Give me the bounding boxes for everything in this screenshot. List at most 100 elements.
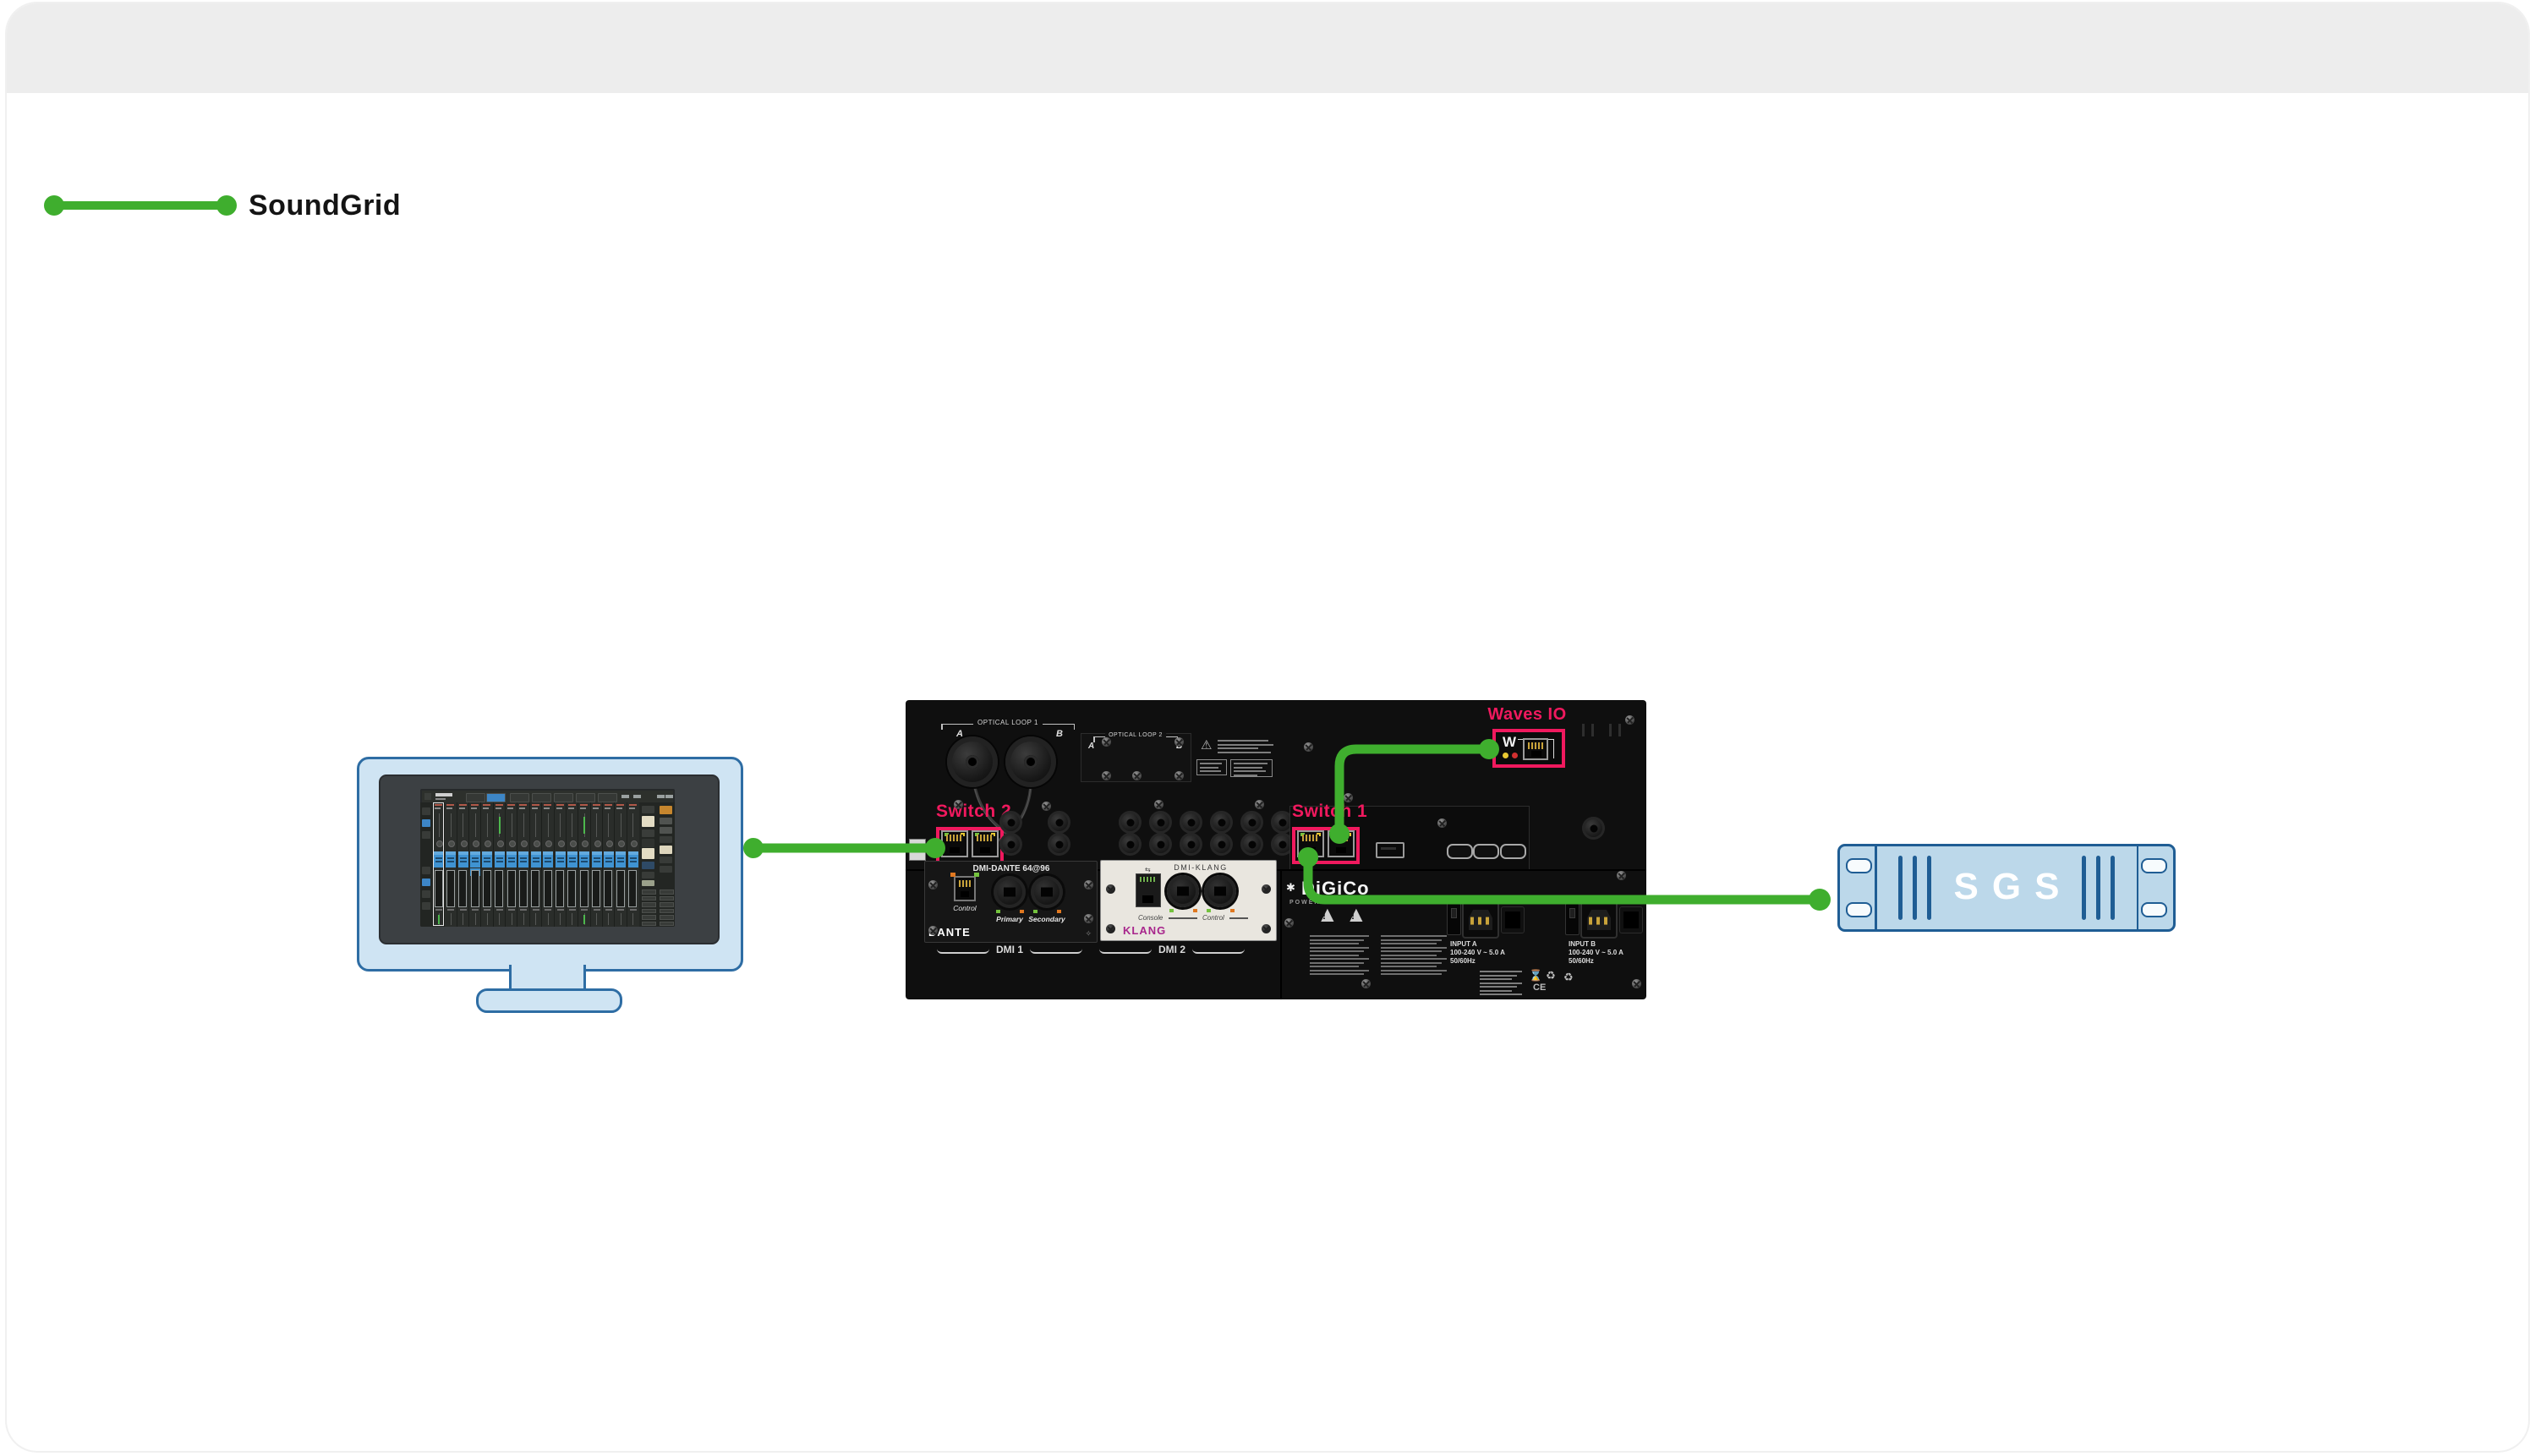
strip-fader-slot [628, 870, 638, 907]
dante-secondary-port [1031, 876, 1063, 908]
bnc-connector [1210, 833, 1233, 856]
optical-loop-1-label: OPTICAL LOOP 1 [973, 719, 1043, 726]
strip-header-2 [507, 807, 514, 809]
mixer-toolbar-button [576, 793, 595, 802]
dante-name: DANTE [928, 926, 971, 939]
strip-header-2 [471, 807, 478, 809]
strip-knob [509, 840, 517, 847]
bnc-connector [1149, 833, 1172, 856]
power-switch-a [1447, 903, 1461, 935]
dante-control-port [954, 876, 976, 901]
strip-header [604, 804, 612, 806]
strip-scribble-line [556, 861, 564, 862]
mixer-channel-strip [432, 802, 445, 927]
strip-divider-mark [520, 909, 528, 911]
strip-knob [582, 840, 589, 847]
strip-header [519, 804, 528, 806]
strip-fader-slot [434, 870, 443, 907]
mixer-channel-strip [601, 802, 615, 927]
dante-primary-port [994, 876, 1026, 908]
sgs-vent-r1 [2082, 856, 2086, 920]
mixer-session-sub [435, 798, 446, 800]
mixer-rail-button [422, 867, 430, 874]
strip-scribble [446, 851, 457, 868]
optical-connector-a-core [966, 755, 979, 769]
sgs-vent-r3 [2111, 856, 2115, 920]
mixer-channel-strip [626, 802, 639, 927]
strip-scribble-line [568, 857, 576, 859]
dmi-klang-title: DMI-KLANG [1174, 863, 1228, 872]
mixer-left-rail [420, 802, 432, 927]
strip-knob [521, 840, 528, 847]
bnc-connector-right [1582, 817, 1605, 840]
klang-rj45-port [1136, 873, 1161, 907]
panel-screw [1344, 793, 1353, 802]
bnc-connector [999, 833, 1022, 856]
input-b-label: INPUT B 100-240 V ~ 5.0 A 50/60Hz [1569, 940, 1623, 965]
strip-scribble [470, 851, 481, 868]
mixer-rail-button [422, 879, 430, 886]
strip-knob [605, 840, 613, 847]
mixer-channel-strip [505, 802, 518, 927]
panel-screw [1132, 771, 1142, 780]
strip-header-2 [495, 807, 501, 809]
optical-loop-1-port-b-label: B [1056, 729, 1063, 739]
legend-label: SoundGrid [249, 189, 402, 222]
strip-scribble-line [629, 857, 637, 859]
strip-scribble-top [627, 851, 638, 855]
strip-header-2 [483, 807, 490, 809]
waves-io-highlight-box: W [1492, 729, 1565, 768]
legend: SoundGrid [51, 182, 401, 229]
sgs-server-unit: SGS [1837, 844, 2176, 932]
dmi-dante-module: DMI-DANTE 64@96 Control Primary Secondar… [924, 861, 1098, 943]
strip-header [435, 804, 442, 806]
strip-scribble-line [593, 861, 600, 862]
strip-header [495, 804, 503, 806]
strip-fader-track-2 [547, 913, 549, 925]
panel-handle-mark-2 [1609, 724, 1621, 736]
strip-scribble [482, 851, 493, 868]
monitor-stand-base [476, 988, 622, 1013]
sgs-vent-l3 [1927, 856, 1931, 920]
mixer-panel-button [642, 839, 654, 847]
digico-console-rear-panel: OPTICAL LOOP 1 A B OPTICAL LOOP 2 A B ⚠ [906, 700, 1646, 999]
strip-header-2 [544, 807, 550, 809]
warning-text-lines [1218, 740, 1273, 753]
strip-knob [594, 840, 601, 847]
dante-logo-mark: ✧ [1085, 929, 1092, 938]
mixer-grid-button [642, 915, 656, 920]
mixer-grid-button [642, 895, 656, 900]
caution-text-block-1 [1310, 935, 1371, 975]
strip-fader-track [608, 813, 610, 837]
mixer-channel-strip [578, 802, 591, 927]
sgs-rack-hole-bl [1846, 902, 1872, 917]
waves-io-port [1523, 738, 1548, 760]
klang-led-2 [1193, 909, 1197, 912]
strip-knob [448, 840, 456, 847]
strip-fader-slot [446, 870, 455, 907]
strip-header [458, 804, 467, 806]
mixer-panel-button [642, 862, 654, 869]
cable-latch-a [1501, 906, 1525, 933]
panel-screw [1617, 871, 1626, 880]
strip-knob [436, 840, 443, 847]
strip-fader-slot [458, 870, 468, 907]
panel-screw [1154, 800, 1163, 809]
strip-header-2 [567, 807, 574, 809]
strip-scribble-line [472, 861, 479, 862]
strip-fader-slot [592, 870, 601, 907]
usb-icon: ⇆ [1145, 866, 1151, 873]
bnc-connector [1180, 833, 1202, 856]
danger-warning-triangle: ⚠ [1201, 738, 1213, 753]
strip-knob [485, 840, 492, 847]
mixer-channel-strip [517, 802, 530, 927]
strip-divider-mark [472, 909, 479, 911]
strip-scribble-line [617, 857, 625, 859]
strip-scribble-line [472, 857, 479, 859]
power-switch-b [1565, 903, 1580, 935]
strip-scribble-line [605, 857, 612, 859]
strip-header [544, 804, 552, 806]
digico-logo-mark: ✱ [1286, 881, 1295, 894]
bnc-connector [1048, 833, 1070, 856]
certification-text-block [1480, 971, 1524, 995]
